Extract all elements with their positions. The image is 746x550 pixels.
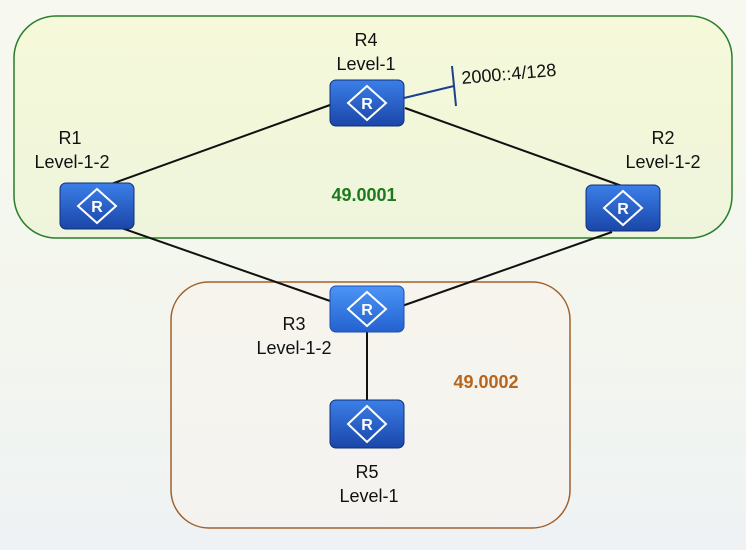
router-r2-name: R2 [651,128,674,148]
router-r3-name: R3 [282,314,305,334]
loopback-stub [403,65,457,107]
link-r4-r1 [99,104,331,189]
router-r1-level: Level-1-2 [34,152,109,172]
svg-text:R: R [361,302,373,319]
area-boundary-49-0001 [13,15,733,239]
router-r4-level: Level-1 [336,54,395,74]
svg-text:R: R [361,417,373,434]
area-label-49-0001: 49.0001 [331,185,396,205]
router-r2[interactable]: R [585,184,661,232]
svg-text:R: R [91,199,103,216]
router-r3[interactable]: R [329,285,405,333]
svg-text:R: R [617,201,629,218]
router-r2-level: Level-1-2 [625,152,700,172]
router-r5-level: Level-1 [339,486,398,506]
router-icon: R [76,187,118,225]
links [99,104,623,400]
router-icon: R [346,290,388,328]
svg-text:R: R [361,96,373,113]
area-label-49-0002: 49.0002 [453,372,518,392]
router-r5[interactable]: R [329,399,405,449]
router-r4[interactable]: R [329,79,405,127]
router-r1-name: R1 [58,128,81,148]
router-icon: R [602,189,644,227]
link-r4-r2 [404,107,623,187]
router-r5-name: R5 [355,462,378,482]
link-r2-r3 [401,231,613,307]
router-r3-level: Level-1-2 [256,338,331,358]
router-r1[interactable]: R [59,182,135,230]
router-icon: R [346,84,388,122]
link-r1-r3 [109,223,334,303]
router-icon: R [346,404,388,444]
router-r4-name: R4 [354,30,377,50]
